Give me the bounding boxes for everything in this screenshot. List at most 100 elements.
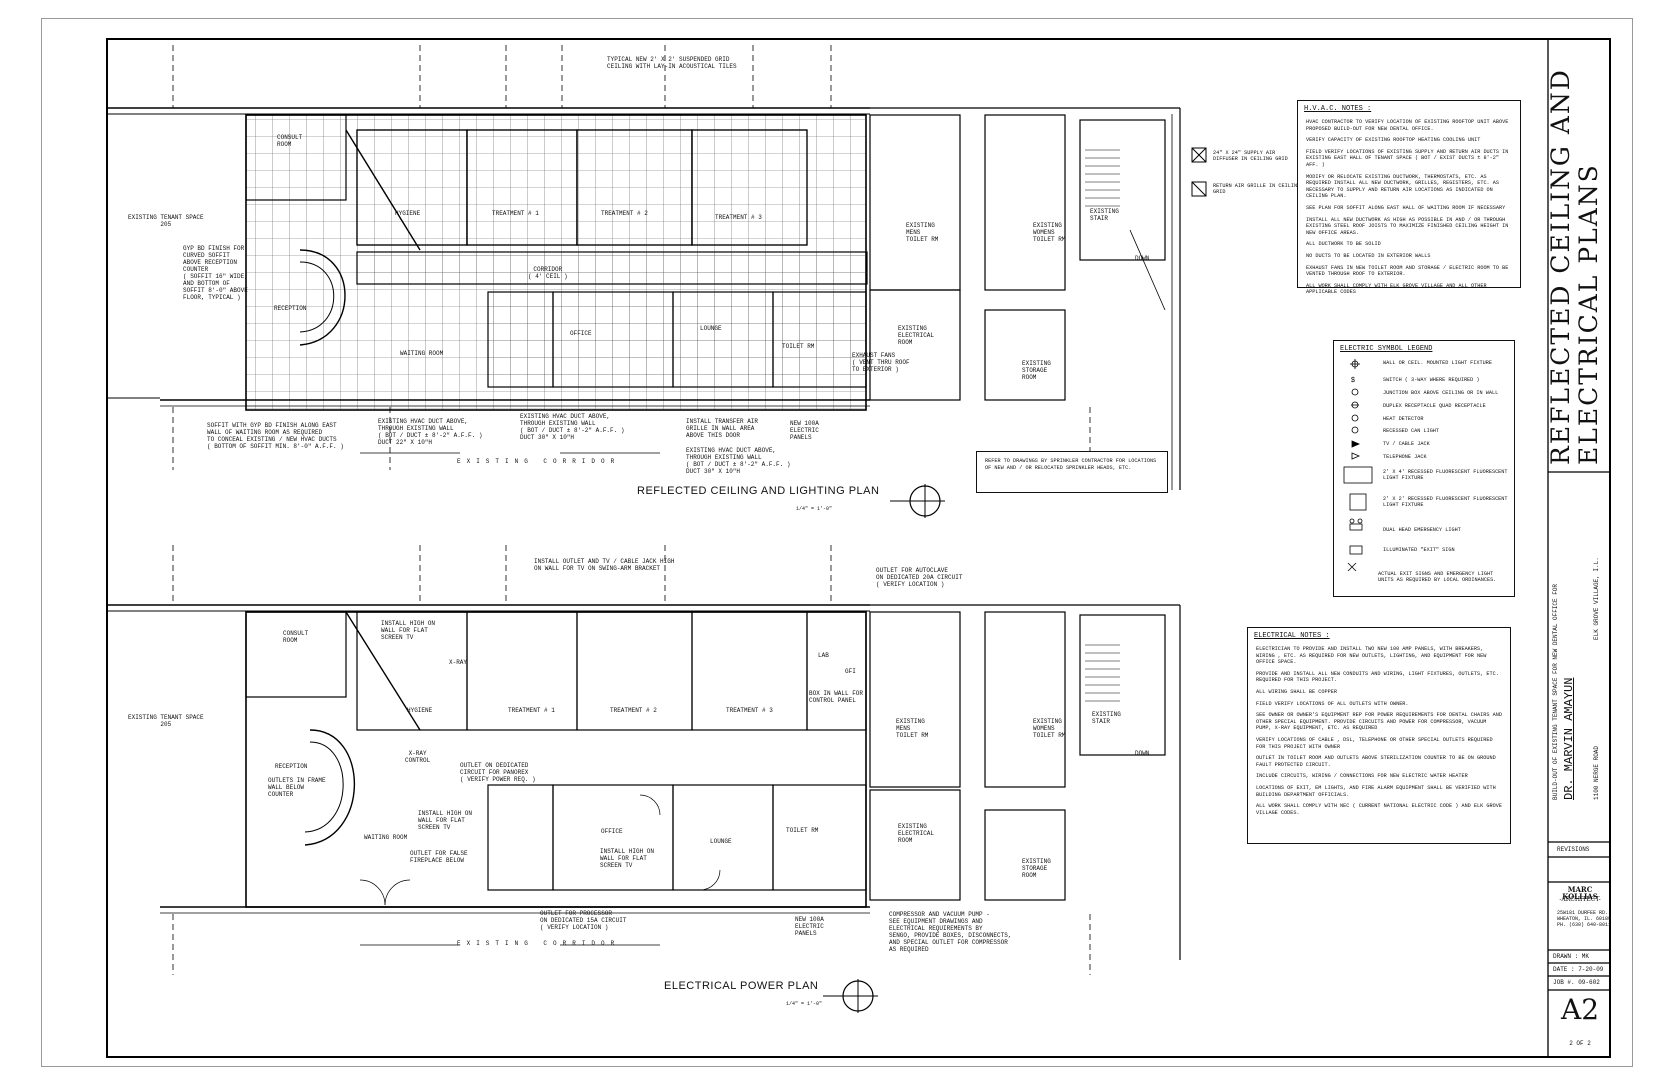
epp-flattv2-note: INSTALL HIGH ON WALL FOR FLAT SCREEN TV xyxy=(418,810,473,831)
electrical-notes-box: ELECTRICAL NOTES : ELECTRICIAN TO PROVID… xyxy=(1247,627,1511,844)
legend-item: HEAT DETECTOR xyxy=(1383,416,1424,422)
epp-office-label: OFFICE xyxy=(601,828,623,835)
sheet-title-line1: REFLECTED CEILING AND xyxy=(1546,68,1575,465)
hvac-note-item: INSTALL ALL NEW DUCTWORK AS HIGH AS POSS… xyxy=(1306,216,1509,236)
hvac-note-item: VERIFY CAPACITY OF EXISTING ROOFTOP HEAT… xyxy=(1306,137,1481,144)
electrical-note-item: OUTLET IN TOILET ROOM AND OUTLETS ABOVE … xyxy=(1256,755,1496,768)
rcp-reception-label: RECEPTION xyxy=(274,305,307,312)
architect-sub: -ARCHITECT- xyxy=(1559,896,1601,903)
rcp-soffit2-note: SOFFIT WITH GYP BD FINISH ALONG EAST WAL… xyxy=(207,422,344,450)
rcp-t2-label: TREATMENT # 2 xyxy=(601,210,648,217)
epp-t2-label: TREATMENT # 2 xyxy=(610,707,657,714)
epp-waiting-label: WAITING ROOM xyxy=(364,834,408,841)
rcp-t3-label: TREATMENT # 3 xyxy=(715,214,762,221)
sheet-of: 2 OF 2 xyxy=(1569,1040,1591,1047)
epp-womens-label: EXISTING WOMENS TOILET RM xyxy=(1033,718,1066,739)
electrical-note-item: ALL WIRING SHALL BE COPPER xyxy=(1256,688,1337,695)
hvac-note-item: ALL WORK SHALL COMPLY WITH ELK GROVE VIL… xyxy=(1306,282,1487,296)
electrical-note-item: ELECTRICIAN TO PROVIDE AND INSTALL TWO N… xyxy=(1256,646,1487,666)
return-grille-label: RETURN AIR GRILLE IN CEILING GRID xyxy=(1213,183,1301,195)
epp-fireplace-note: OUTLET FOR FALSE FIREPLACE BELOW xyxy=(410,850,468,864)
epp-lounge-label: LOUNGE xyxy=(710,838,732,845)
legend-item: 2' X 4' RECESSED FLUORESCENT FLUORESCENT… xyxy=(1383,469,1508,481)
rcp-panels-note: NEW 100A ELECTRIC PANELS xyxy=(790,420,819,441)
revisions-label: REVISIONS xyxy=(1557,846,1590,853)
electrical-notes-title: ELECTRICAL NOTES : xyxy=(1254,632,1330,640)
project-description: BUILD-OUT OF EXISTING TENANT SPACE FOR N… xyxy=(1552,583,1559,800)
rcp-transfer-note: INSTALL TRANSFER AIR GRILLE IN WALL AREA… xyxy=(686,418,759,439)
hvac-notes-box: H.V.A.C. NOTES : HVAC CONTRACTOR TO VERI… xyxy=(1297,100,1521,295)
epp-elec-label: EXISTING ELECTRICAL ROOM xyxy=(898,823,935,844)
legend-item: TV / CABLE JACK xyxy=(1383,441,1430,447)
epp-corridor-text: EXISTING CORRIDOR xyxy=(457,940,621,947)
hvac-note-item: EXHAUST FANS IN NEW TOILET ROOM AND STOR… xyxy=(1306,264,1509,278)
epp-processor-note: OUTLET FOR PROCESSOR ON DEDICATED 15A CI… xyxy=(540,910,627,931)
epp-xray-control-label: X-RAY CONTROL xyxy=(405,750,431,764)
legend-footnote: ACTUAL EXIT SIGNS AND EMERGENCY LIGHT UN… xyxy=(1378,571,1497,583)
legend-item: ILLUMINATED "EXIT" SIGN xyxy=(1383,547,1455,553)
epp-autoclave-note: OUTLET FOR AUTOCLAVE ON DEDICATED 20A CI… xyxy=(876,567,963,588)
rcp-womens-label: EXISTING WOMENS TOILET RM xyxy=(1033,222,1066,243)
epp-tv-note: INSTALL OUTLET AND TV / CABLE JACK HIGH … xyxy=(534,558,675,572)
job-number: JOB #. 09-602 xyxy=(1553,979,1600,986)
rcp-tenant-label: EXISTING TENANT SPACE 205 xyxy=(128,214,204,228)
address-right: ELK GROVE VILLAGE, I.L. xyxy=(1593,557,1600,640)
rcp-office-label: OFFICE xyxy=(570,330,592,337)
drawing-frame xyxy=(106,38,1611,1058)
epp-flattv3-note: INSTALL HIGH ON WALL FOR FLAT SCREEN TV xyxy=(600,848,655,869)
legend-item: DUPLEX RECEPTACLE QUAD RECEPTACLE xyxy=(1383,403,1486,409)
epp-down-label: DOWN xyxy=(1135,750,1150,757)
sheet-date: DATE : 7-20-09 xyxy=(1553,966,1604,973)
epp-plan xyxy=(106,545,1181,1013)
rcp-corridor-text: EXISTING CORRIDOR xyxy=(457,458,621,465)
electrical-note-item: SEE OWNER OR OWNER'S EQUIPMENT REP FOR P… xyxy=(1256,712,1502,732)
legend-item: JUNCTION BOX ABOVE CEILING OR IN WALL xyxy=(1383,390,1499,396)
epp-reception-label: RECEPTION xyxy=(275,763,308,770)
rcp-toilet-label: TOILET RM xyxy=(782,343,815,350)
rcp-consult-label: CONSULT ROOM xyxy=(277,134,303,148)
epp-flattv-note: INSTALL HIGH ON WALL FOR FLAT SCREEN TV xyxy=(381,620,436,641)
title-block-lines xyxy=(1547,38,1611,1058)
epp-hygiene-label: HYGIENE xyxy=(407,707,433,714)
epp-storage-label: EXISTING STORAGE ROOM xyxy=(1022,858,1051,879)
sheet-border xyxy=(41,18,1633,1067)
legend-item: WALL OR CEIL. MOUNTED LIGHT FIXTURE xyxy=(1383,360,1492,366)
epp-tenant-label: EXISTING TENANT SPACE 205 xyxy=(128,714,204,728)
electrical-note-item: ALL WORK SHALL COMPLY WITH NEC ( CURRENT… xyxy=(1256,803,1502,816)
rcp-duct1-note: EXISTING HVAC DUCT ABOVE, THROUGH EXISTI… xyxy=(378,418,483,446)
epp-consult-label: CONSULT ROOM xyxy=(283,630,309,644)
rcp-grid-note: TYPICAL NEW 2' X 2' SUSPENDED GRID CEILI… xyxy=(607,56,737,70)
epp-plan-title: ELECTRICAL POWER PLAN xyxy=(664,980,819,992)
epp-compressor-note: COMPRESSOR AND VACUUM PUMP - SEE EQUIPME… xyxy=(889,911,1012,953)
rcp-duct2-note: EXISTING HVAC DUCT ABOVE, THROUGH EXISTI… xyxy=(520,413,625,441)
epp-plan-scale: 1/4" = 1'-0" xyxy=(786,1001,823,1007)
electrical-note-item: VERIFY LOCATIONS OF CABLE , DSL, TELEPHO… xyxy=(1256,736,1493,750)
rcp-soffit-note: GYP BD FINISH FOR CURVED SOFFIT ABOVE RE… xyxy=(183,245,248,301)
rcp-corridor-label: CORRIDOR ( 4' CEIL ) xyxy=(528,266,568,280)
rcp-exhaust-note: EXHAUST FANS ( VENT THRU ROOF TO EXTERIO… xyxy=(852,352,910,373)
epp-panorex-note: OUTLET ON DEDICATED CIRCUIT FOR PANOREX … xyxy=(460,762,536,783)
hvac-note-item: MODIFY OR RELOCATE EXISTING DUCTWORK, TH… xyxy=(1306,173,1500,200)
legend-item: RECESSED CAN LIGHT xyxy=(1383,428,1440,434)
epp-box-note: BOX IN WALL FOR CONTROL PANEL xyxy=(809,690,864,704)
sheet-title-line2: ELECTRICAL PLANS xyxy=(1574,163,1603,465)
epp-lab-label: LAB xyxy=(818,652,829,659)
rcp-elec-label: EXISTING ELECTRICAL ROOM xyxy=(898,325,935,346)
legend-item: SWITCH ( 3-WAY WHERE REQUIRED ) xyxy=(1383,377,1480,383)
epp-xray-label: X-RAY xyxy=(449,659,468,666)
electrical-note-item: FIELD VERIFY LOCATIONS OF ALL OUTLETS WI… xyxy=(1256,700,1409,707)
rcp-hygiene-label: HYGIENE xyxy=(395,210,421,217)
supply-diffuser-label: 24" X 24" SUPPLY AIR DIFFUSER IN CEILING… xyxy=(1213,150,1288,162)
epp-stair-label: EXISTING STAIR xyxy=(1092,711,1121,725)
epp-toilet-label: TOILET RM xyxy=(786,827,819,834)
sprinkler-note-box: REFER TO DRAWINGS BY SPRINKLER CONTRACTO… xyxy=(976,451,1168,493)
rcp-storage-label: EXISTING STORAGE ROOM xyxy=(1022,360,1051,381)
rcp-plan-title: REFLECTED CEILING AND LIGHTING PLAN xyxy=(637,485,880,497)
client-name: DR. MARVIN AMAYUN xyxy=(1562,677,1576,800)
hvac-notes-title: H.V.A.C. NOTES : xyxy=(1304,105,1372,113)
hvac-note-item: FIELD VERIFY LOCATIONS OF EXISTING SUPPL… xyxy=(1306,148,1509,168)
epp-t3-label: TREATMENT # 3 xyxy=(726,707,773,714)
architect-address: 25W181 DURFEE RD. WHEATON, IL. 60189 PH.… xyxy=(1557,910,1612,928)
hvac-note-item: NO DUCTS TO BE LOCATED IN EXTERIOR WALLS xyxy=(1306,252,1431,259)
